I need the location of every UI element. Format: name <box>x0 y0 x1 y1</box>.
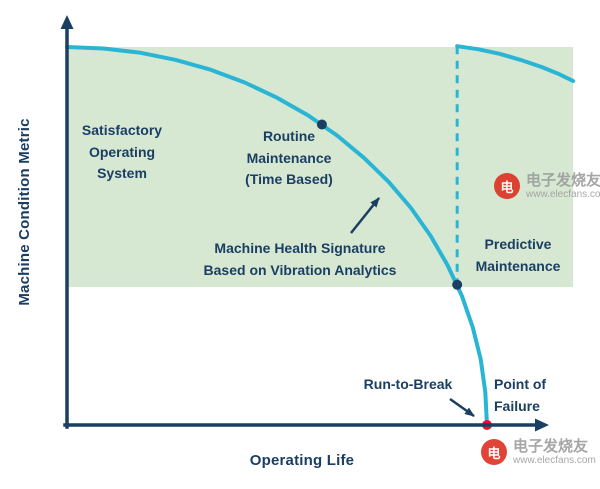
label-line: Maintenance <box>246 149 332 166</box>
run-to-break-label: Run-to-Break <box>348 374 468 396</box>
label-line: Maintenance <box>475 257 561 274</box>
elecfans-logo-icon: 电 <box>494 173 520 200</box>
label-line: Based on Vibration Analytics <box>203 261 397 278</box>
health-signature-arrow-icon <box>350 197 380 234</box>
satisfactory-region <box>67 47 574 288</box>
routine-maintenance-label: Routine Maintenance (Time Based) <box>215 126 363 191</box>
x-axis-arrow-icon <box>535 418 549 432</box>
label-line: Operating <box>88 143 156 160</box>
elecfans-watermark: 电 电子发烧友 www.elecfans.com <box>481 438 596 466</box>
label-line: (Time Based) <box>245 171 333 188</box>
watermark-url: www.elecfans.com <box>526 189 600 201</box>
y-axis-arrow-icon <box>60 15 74 29</box>
watermark-text: 电子发烧友 www.elecfans.com <box>526 172 600 200</box>
satisfactory-label: Satisfactory Operating System <box>62 120 182 185</box>
predictive-maintenance-point <box>452 279 463 290</box>
label-line: Machine Health Signature <box>214 240 386 256</box>
watermark-text: 电子发烧友 www.elecfans.com <box>513 438 596 466</box>
post-maintenance-curve <box>455 44 576 83</box>
elecfans-watermark: 电 电子发烧友 www.elecfans.com <box>494 172 600 200</box>
run-to-break-arrow-icon <box>449 397 475 418</box>
predictive-maintenance-label: Predictive Maintenance <box>466 234 570 277</box>
y-axis-title: Machine Condition Metric <box>16 118 33 306</box>
label-line: Satisfactory <box>81 122 163 138</box>
label-line: Point of <box>494 376 547 392</box>
watermark-brand: 电子发烧友 <box>513 438 589 455</box>
health-signature-label: Machine Health Signature Based on Vibrat… <box>172 238 428 281</box>
condition-curve <box>65 45 489 427</box>
label-line: Run-to-Break <box>363 376 453 392</box>
label-line: System <box>97 165 147 182</box>
routine-maintenance-point <box>316 119 327 130</box>
x-axis-title: Operating Life <box>249 452 355 469</box>
label-line: Routine <box>262 128 316 144</box>
watermark-brand: 电子发烧友 <box>526 172 600 189</box>
label-line: Predictive <box>484 236 552 252</box>
watermark-url: www.elecfans.com <box>513 455 596 467</box>
elecfans-logo-icon: 电 <box>481 439 507 466</box>
label-line: Failure <box>494 397 540 414</box>
point-of-failure-label: Point of Failure <box>494 374 574 417</box>
